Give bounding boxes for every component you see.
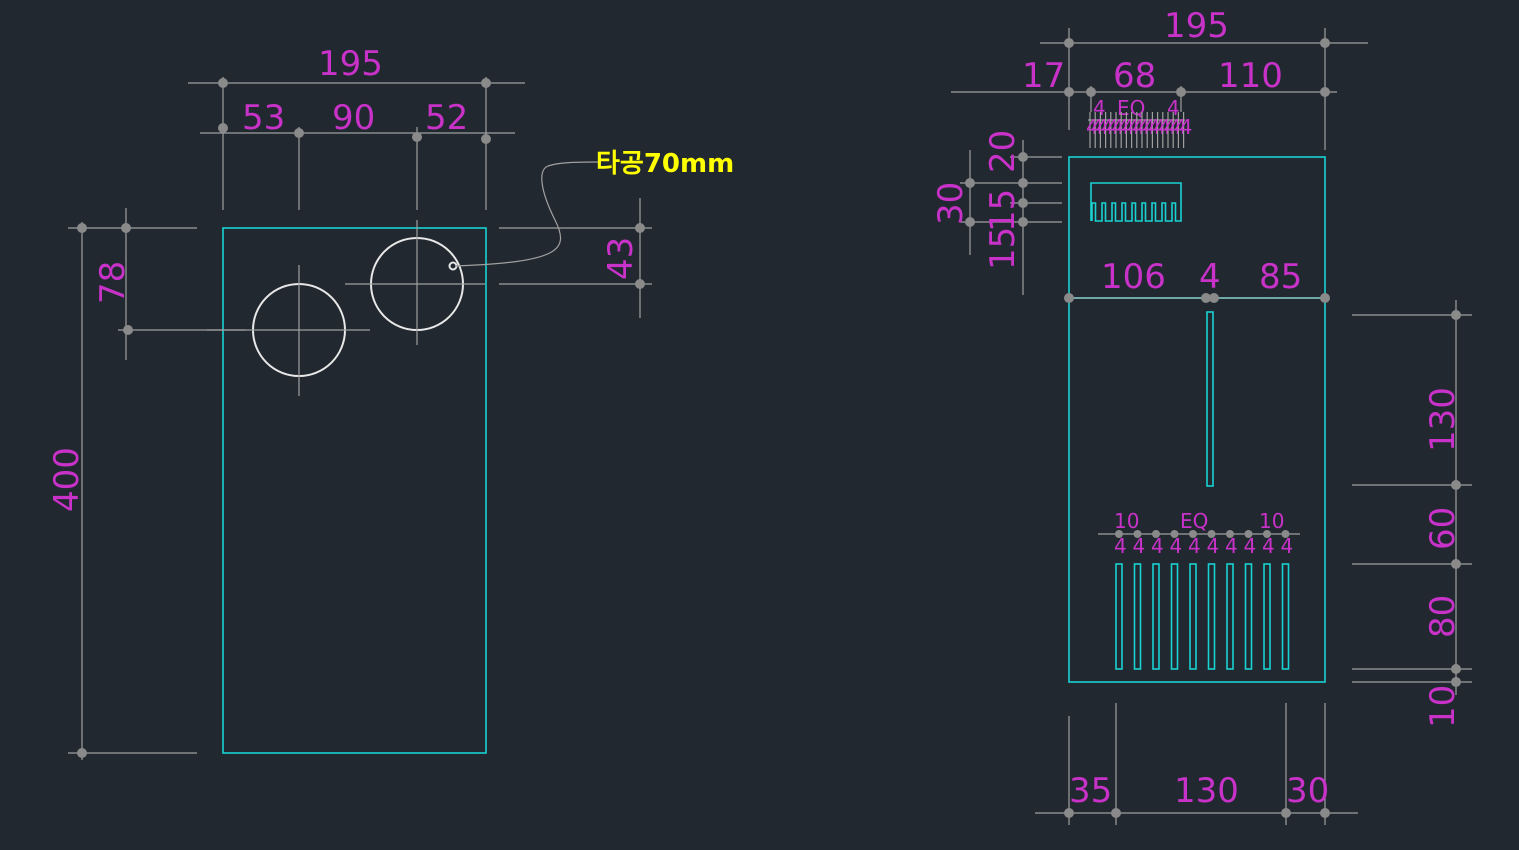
left-hole-offset-right: 43 [601,237,641,280]
slot-pitch-dot [1133,530,1142,538]
right-left-stack-2: 15 [983,189,1023,232]
slot-pitch-dot [1189,530,1197,538]
top-comb-spacing-right: 4 [1167,96,1180,120]
top-comb-outline [1090,182,1182,222]
top-comb-pitch-label: 4 [1180,115,1193,139]
slot-pitch-label: 4 [1188,534,1201,558]
bottom-slot [1115,563,1123,670]
left-view: 타공70mm 195 53 90 52 [47,44,734,760]
bottom-slot [1189,563,1197,670]
left-width-part-1: 53 [242,98,285,138]
top-comb-slots [1090,182,1182,222]
slot-pitch-dot [1226,530,1234,538]
right-mid-dimensions: 106 4 85 [1064,257,1330,303]
slot-pitch-dot [1281,530,1290,538]
right-stack-3: 80 [1423,595,1463,638]
note-leader [455,161,599,267]
slot-pitch-dot [1244,530,1253,538]
slot-pitch-label: 4 [1133,534,1146,558]
bottom-spacing-right: 10 [1259,509,1284,533]
bottom-slot [1152,563,1160,670]
right-mid-part-3: 85 [1259,257,1302,297]
slot-pitch-dot [1207,530,1216,538]
right-mid-part-1: 106 [1101,257,1166,297]
right-bottom-part-2: 130 [1174,771,1239,811]
bottom-spacing-eq: EQ [1180,509,1208,533]
left-width-part-2: 90 [332,98,375,138]
right-panel-bottom-outline [1068,297,1326,683]
slot-pitch-label: 4 [1207,534,1220,558]
left-hole-offset-left: 78 [93,261,133,304]
right-stack-2: 60 [1423,507,1463,550]
right-left-stack-dimensions: 30 20 15 15 [931,130,1062,295]
right-bottom-part-1: 35 [1069,771,1112,811]
slot-pitch-dot [1170,530,1179,538]
left-width-total: 195 [318,44,383,84]
right-right-stack-dimensions: 130 60 80 10 [1352,300,1472,728]
right-stack-1: 130 [1423,387,1463,452]
left-right-dimension: 43 [499,198,652,318]
right-top-part-3: 110 [1218,56,1283,96]
right-top-part-2: 68 [1113,56,1156,96]
slot-pitch-dot [1115,530,1123,538]
slot-pitch-label: 4 [1244,534,1257,558]
top-comb-spacing-left: 4 [1093,96,1106,120]
hole-right [345,220,485,345]
slot-pitch-label: 4 [1281,534,1294,558]
slot-pitch-label: 4 [1170,534,1183,558]
right-left-stack-1: 20 [983,130,1023,173]
bottom-slot [1244,563,1253,670]
slot-pitch-label: 4 [1225,534,1238,558]
bottom-spacing-left: 10 [1114,509,1139,533]
right-mid-part-2: 4 [1199,257,1221,297]
right-left-stack-big: 30 [931,182,971,225]
left-height-total: 400 [47,447,87,512]
center-vertical-slot [1206,311,1214,487]
bottom-slots [1115,563,1290,670]
left-panel-outline [222,227,487,754]
bottom-slot [1133,563,1142,670]
left-vertical-dimensions: 400 78 [47,208,245,760]
hole-note: 타공70mm [596,149,734,179]
bottom-slot [1170,563,1179,670]
right-bottom-dimensions: 35 130 30 [1035,703,1358,825]
right-stack-4: 10 [1423,685,1463,728]
bottom-slot [1207,563,1216,670]
slot-pitch-label: 4 [1114,534,1127,558]
slot-pitch-dot [1263,530,1271,538]
slot-pitch-dot [1152,530,1160,538]
left-top-dimensions: 195 53 90 52 [188,44,525,210]
right-top-part-1: 17 [1022,56,1065,96]
bottom-slot [1281,563,1290,670]
right-width-total: 195 [1164,6,1229,46]
slot-pitch-label: 4 [1262,534,1275,558]
right-left-stack-3: 15 [983,227,1023,270]
slot-pitch-label: 4 [1151,534,1164,558]
bottom-slot [1263,563,1271,670]
bottom-slot [1226,563,1234,670]
right-bottom-part-3: 30 [1286,771,1329,811]
left-width-part-3: 52 [425,98,468,138]
